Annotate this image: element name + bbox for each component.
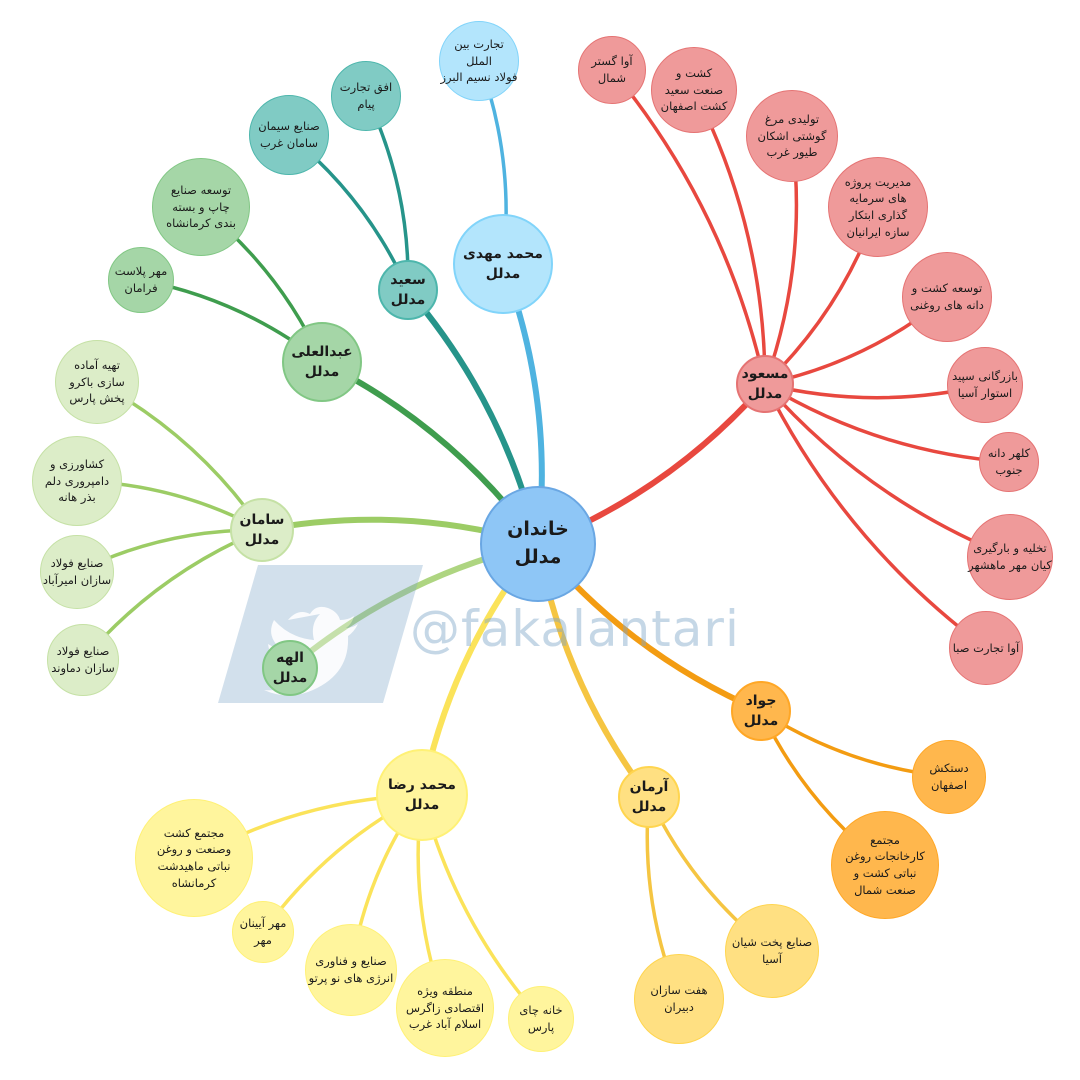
branch-node: سعید مدلل [378, 260, 438, 320]
company-label: مدیریت پروژه های سرمایه گذاری ابتکار ساز… [844, 174, 912, 239]
company-label: توسعه کشت و دانه های روغنی [910, 281, 984, 312]
company-node: تولیدی مرغ گوشتی اشکان طیور غرب [746, 90, 838, 182]
company-node: تجارت بین الملل فولاد نسیم البرز [439, 21, 519, 101]
company-node: توسعه کشت و دانه های روغنی [902, 252, 992, 342]
branch-label: مسعود مدلل [741, 365, 789, 402]
branch-node: عبدالعلی مدلل [282, 322, 362, 402]
company-label: دستکش اصفهان [929, 761, 969, 792]
company-label: صنایع و فناوری انرژی های نو پرتو [308, 954, 394, 985]
company-label: کشاورزی و دامپروری دلم بذر هانه [44, 456, 110, 505]
company-label: کلهر دانه جنوب [987, 446, 1031, 477]
company-label: تولیدی مرغ گوشتی اشکان طیور غرب [757, 111, 827, 160]
branch-label: عبدالعلی مدلل [291, 343, 353, 380]
branch-node: محمد مهدی مدلل [453, 214, 553, 314]
watermark-handle: @fakalantari [410, 600, 740, 658]
company-node: هفت سازان دبیران [634, 954, 724, 1044]
connector-line [763, 382, 1011, 464]
company-node: تخلیه و بارگیری کیان مهر ماهشهر [967, 514, 1053, 600]
branch-label: آرمان مدلل [629, 778, 669, 815]
company-node: توسعه صنایع چاپ و بسته بندی کرمانشاه [152, 158, 250, 256]
company-node: مجتمع کارخانجات روغن نباتی کشت و صنعت شم… [831, 811, 939, 919]
root-node: خاندان مدلل [480, 486, 596, 602]
company-node: صنایع سیمان سامان غرب [249, 95, 329, 175]
company-label: صنایع فولاد سازان دماوند [51, 644, 115, 675]
connector-line [763, 382, 988, 650]
company-node: کشاورزی و دامپروری دلم بذر هانه [32, 436, 122, 526]
branch-node: آرمان مدلل [618, 766, 680, 828]
company-node: کشت و صنعت سعید کشت اصفهان [651, 47, 737, 133]
root-label: خاندان مدلل [507, 518, 569, 568]
company-node: مجتمع کشت وصنعت و روغن نباتی ماهیدشت کرم… [135, 799, 253, 917]
branch-label: الهه مدلل [272, 649, 308, 686]
branch-node: جواد مدلل [731, 681, 791, 741]
branch-node: محمد رضا مدلل [376, 749, 468, 841]
company-node: تهیه آماده سازی باکرو پخش پارس [55, 340, 139, 424]
company-label: مجتمع کارخانجات روغن نباتی کشت و صنعت شم… [845, 832, 925, 897]
company-label: مهر پلاست فرامان [114, 264, 168, 295]
branch-label: محمد مهدی مدلل [463, 245, 543, 282]
branch-label: جواد مدلل [743, 692, 779, 729]
company-node: صنایع فولاد سازان امیرآباد [40, 535, 114, 609]
company-label: تخلیه و بارگیری کیان مهر ماهشهر [968, 541, 1052, 572]
company-node: مهر آیینان مهر [232, 901, 294, 963]
company-label: آوا گستر شمال [591, 54, 633, 85]
company-label: خانه چای پارس [519, 1003, 563, 1034]
company-label: بازرگانی سپید استوار آسیا [952, 369, 1018, 400]
company-label: صنایع فولاد سازان امیرآباد [42, 556, 112, 587]
company-label: هفت سازان دبیران [650, 983, 708, 1014]
connector-line [610, 68, 767, 386]
company-node: صنایع پخت شیان آسیا [725, 904, 819, 998]
company-node: کلهر دانه جنوب [979, 432, 1039, 492]
branch-label: محمد رضا مدلل [388, 776, 456, 813]
company-label: صنایع سیمان سامان غرب [258, 119, 320, 150]
branch-label: سامان مدلل [239, 511, 285, 548]
company-node: افق تجارت پیام [331, 61, 401, 131]
company-node: مدیریت پروژه های سرمایه گذاری ابتکار ساز… [828, 157, 928, 257]
company-node: مهر پلاست فرامان [108, 247, 174, 313]
branch-node: مسعود مدلل [736, 355, 794, 413]
company-node: بازرگانی سپید استوار آسیا [947, 347, 1023, 423]
branch-label: سعید مدلل [390, 271, 426, 308]
watermark-logo [218, 565, 423, 703]
company-node: آوا گستر شمال [578, 36, 646, 104]
company-label: منطقه ویژه اقتصادی زاگرس اسلام آباد غرب [405, 983, 485, 1032]
company-label: صنایع پخت شیان آسیا [731, 935, 813, 966]
company-node: صنایع فولاد سازان دماوند [47, 624, 119, 696]
company-label: آوا تجارت صبا [952, 640, 1020, 655]
company-label: افق تجارت پیام [339, 80, 393, 111]
company-label: تجارت بین الملل فولاد نسیم البرز [440, 36, 518, 85]
company-label: مهر آیینان مهر [239, 916, 287, 947]
company-label: تهیه آماده سازی باکرو پخش پارس [69, 357, 125, 406]
company-label: مجتمع کشت وصنعت و روغن نباتی ماهیدشت کرم… [156, 825, 232, 890]
company-node: خانه چای پارس [508, 986, 574, 1052]
company-node: منطقه ویژه اقتصادی زاگرس اسلام آباد غرب [396, 959, 494, 1057]
branch-node: الهه مدلل [262, 640, 318, 696]
branch-node: سامان مدلل [230, 498, 294, 562]
company-node: صنایع و فناوری انرژی های نو پرتو [305, 924, 397, 1016]
company-node: آوا تجارت صبا [949, 611, 1023, 685]
company-label: توسعه صنایع چاپ و بسته بندی کرمانشاه [166, 182, 236, 231]
company-node: دستکش اصفهان [912, 740, 986, 814]
company-label: کشت و صنعت سعید کشت اصفهان [660, 65, 728, 114]
